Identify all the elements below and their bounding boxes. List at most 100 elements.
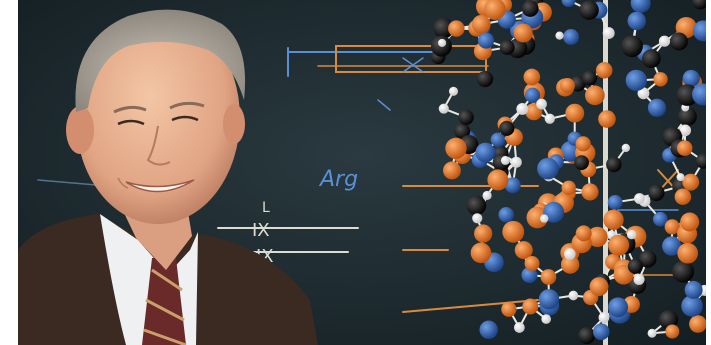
atom xyxy=(608,297,629,318)
atom xyxy=(579,0,599,20)
atom xyxy=(448,86,459,96)
atom xyxy=(669,32,688,51)
atom xyxy=(676,84,699,106)
atom xyxy=(647,328,657,338)
atom xyxy=(633,273,645,285)
atom xyxy=(682,173,700,191)
atom xyxy=(681,295,703,317)
molecular-model xyxy=(430,0,706,345)
atom xyxy=(438,103,449,114)
atom xyxy=(627,258,643,274)
atom xyxy=(477,32,495,49)
atom xyxy=(504,177,521,194)
atom xyxy=(487,169,509,191)
atom xyxy=(575,136,591,152)
atom xyxy=(470,242,492,264)
atom xyxy=(475,142,496,163)
atom xyxy=(648,184,665,201)
atom xyxy=(514,241,533,260)
smile xyxy=(125,179,195,193)
atom xyxy=(544,113,555,124)
atom xyxy=(595,62,613,79)
atom xyxy=(448,20,465,37)
atom xyxy=(653,72,668,87)
atom xyxy=(510,156,522,168)
atom xyxy=(513,23,533,43)
atom xyxy=(524,255,540,271)
atom xyxy=(442,161,461,180)
atom xyxy=(672,260,695,283)
atom xyxy=(621,35,643,58)
atom xyxy=(484,0,506,20)
atom xyxy=(561,180,576,196)
atom xyxy=(665,324,680,339)
atom xyxy=(521,266,538,283)
atom xyxy=(662,236,682,256)
atom xyxy=(607,194,623,210)
atom xyxy=(676,173,685,182)
atom xyxy=(689,315,706,333)
atom xyxy=(479,320,498,339)
chalk-label-l: L xyxy=(262,200,270,216)
atom xyxy=(538,289,560,310)
atom xyxy=(592,323,610,341)
atom xyxy=(634,193,645,204)
atom xyxy=(537,157,559,180)
atom xyxy=(438,38,447,47)
atom xyxy=(679,124,692,137)
atom xyxy=(433,17,454,39)
atom xyxy=(630,0,651,13)
atom xyxy=(561,0,576,8)
atom xyxy=(603,209,624,230)
atom xyxy=(499,120,515,136)
atom xyxy=(598,312,610,323)
atom xyxy=(695,153,706,169)
atom xyxy=(500,155,510,165)
atom xyxy=(474,224,493,243)
atom xyxy=(522,298,539,315)
atom xyxy=(564,248,576,260)
atom xyxy=(466,195,487,216)
atom xyxy=(523,68,541,86)
atom xyxy=(501,301,517,317)
atom xyxy=(559,78,575,94)
atom xyxy=(578,327,596,345)
atom xyxy=(581,183,599,201)
atom xyxy=(684,280,703,299)
atom xyxy=(582,70,598,86)
portrait-man xyxy=(18,9,318,345)
atom xyxy=(498,207,514,223)
face xyxy=(76,12,240,224)
atom xyxy=(613,264,634,285)
atom xyxy=(563,29,579,45)
atom xyxy=(476,70,494,88)
atom xyxy=(502,220,525,243)
atom xyxy=(641,49,661,69)
atom xyxy=(692,20,706,42)
atom xyxy=(598,110,616,128)
atom xyxy=(521,0,539,17)
atom xyxy=(526,206,549,229)
atom xyxy=(516,102,529,115)
model-support-rod xyxy=(603,0,608,345)
atom xyxy=(560,255,580,274)
atom xyxy=(682,69,700,88)
atom xyxy=(625,69,647,91)
chalk-label-arg: Arg xyxy=(318,167,358,192)
atom xyxy=(626,229,637,240)
atom xyxy=(471,14,491,34)
atom xyxy=(692,83,706,106)
atom xyxy=(602,27,615,40)
atom xyxy=(555,31,564,40)
atom xyxy=(445,137,467,160)
atom xyxy=(606,156,622,173)
atom xyxy=(454,123,471,140)
atom xyxy=(659,310,679,330)
atom xyxy=(676,140,693,156)
atom xyxy=(565,103,585,123)
atom xyxy=(587,226,608,248)
atom xyxy=(574,155,589,171)
atom xyxy=(514,322,525,333)
atom xyxy=(536,98,547,110)
atom xyxy=(680,212,700,232)
